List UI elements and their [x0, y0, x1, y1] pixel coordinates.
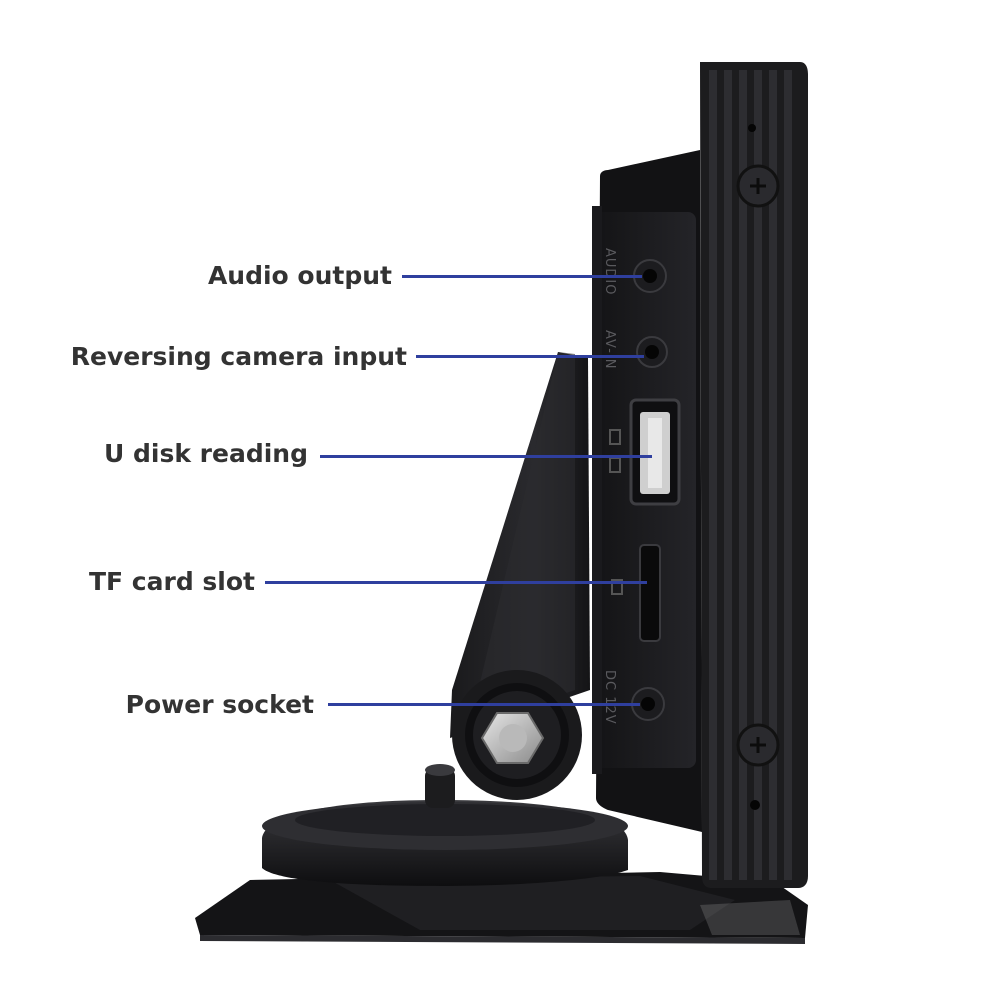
- callout-audio-output: Audio output: [207, 261, 392, 290]
- callout-power-socket: Power socket: [125, 690, 314, 719]
- callout-tf-card-slot: TF card slot: [88, 567, 255, 596]
- tf-card-slot: [639, 544, 661, 642]
- port-panel: AUDIO AV-IN DC 12V: [592, 150, 702, 832]
- leader-line-dc: [328, 703, 640, 706]
- audio-marking: AUDIO: [602, 248, 617, 296]
- leader-line-usb: [320, 455, 652, 458]
- callout-u-disk-reading: U disk reading: [104, 439, 308, 468]
- callout-reversing-camera-input: Reversing camera input: [70, 342, 407, 371]
- leader-line-audio: [402, 275, 642, 278]
- mount-base: [195, 764, 808, 944]
- leader-line-av-in: [416, 355, 644, 358]
- mount-arm: [450, 352, 590, 800]
- leader-line-tf: [265, 581, 647, 584]
- monitor-casing: [700, 62, 808, 888]
- dc-marking: DC 12V: [602, 670, 617, 725]
- av-in-marking: AV-IN: [602, 330, 617, 369]
